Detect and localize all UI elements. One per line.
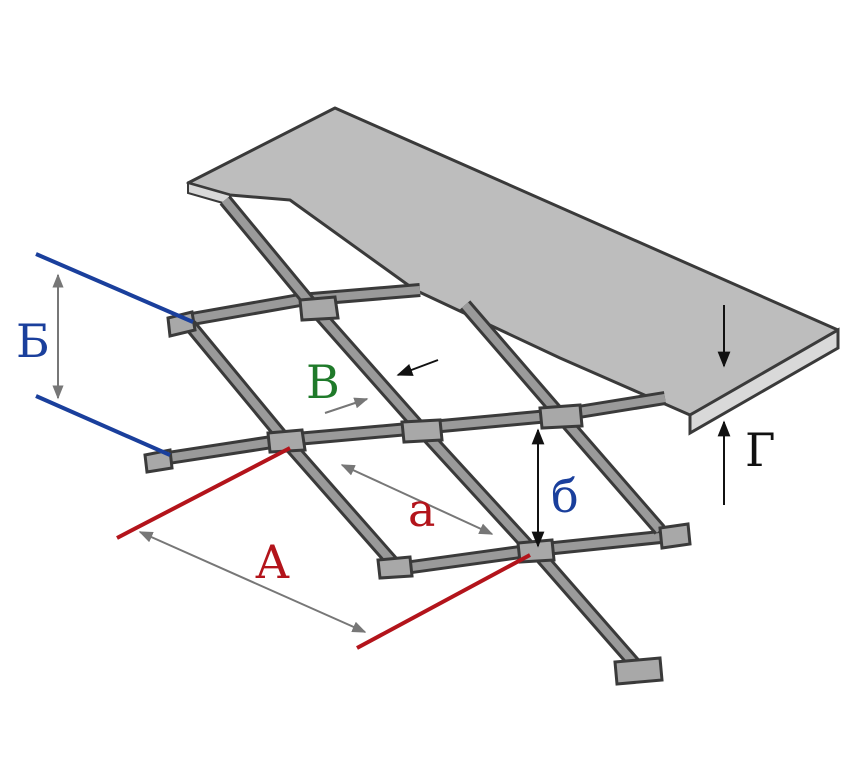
mesh-nodes (143, 295, 692, 686)
dimension-G: Г (717, 305, 775, 505)
dimension-A: А (116, 446, 531, 650)
label-A-upper: А (255, 535, 290, 589)
label-G-upper: Г (745, 423, 775, 477)
dimension-a: а (340, 464, 494, 537)
dimension-B: Б (16, 252, 194, 457)
dimension-b: б (531, 428, 579, 548)
label-B-upper: Б (16, 314, 50, 368)
label-V-upper: В (306, 355, 340, 409)
dimension-V: В (306, 355, 439, 414)
uncut-sheet (186, 106, 840, 436)
label-b-lower: б (551, 469, 579, 523)
label-a-lower: а (408, 483, 435, 537)
